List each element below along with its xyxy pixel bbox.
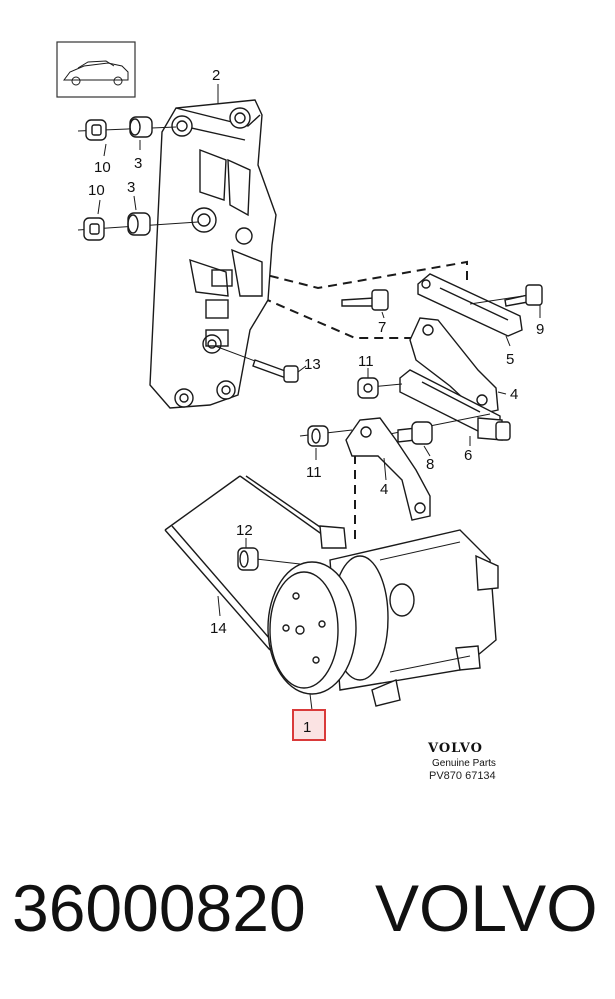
volvo-stamp: VOLVO Genuine Parts PV870 67134 [427,741,496,782]
nut-11-upper [357,377,403,399]
spacer-3-lower [127,212,151,236]
spacer-12 [237,547,301,571]
callout-6: 6 [464,447,472,464]
footer: 36000820 VOLVO [0,870,615,980]
callout-10-lower: 10 [88,182,105,199]
callout-7: 7 [378,319,386,336]
callout-11-lower: 11 [306,464,322,481]
brand-name: VOLVO [375,871,598,945]
car-icon [56,41,136,98]
bolt-13 [214,345,299,383]
bolt-9 [469,284,543,307]
exploded-parts-diagram: 2 10 3 10 3 7 9 5 13 11 4 6 8 11 4 12 14… [56,41,544,782]
callout-3-lower: 3 [127,179,135,196]
callout-12: 12 [236,522,253,539]
callout-3-upper: 3 [134,155,142,172]
part-number: 36000820 [12,871,306,945]
bolt-7 [341,289,389,311]
callout-1: 1 [303,719,311,736]
leader-lines [97,84,541,711]
strap-5 [417,273,523,337]
bracket-4-lower [345,417,431,521]
stamp-brand: VOLVO [427,741,483,756]
stamp-code: PV870 67134 [429,770,496,782]
nut-11-lower [299,425,353,447]
callout-labels: 2 10 3 10 3 7 9 5 13 11 4 6 8 11 4 12 14 [88,67,544,637]
callout-4-lower: 4 [380,481,388,498]
ac-compressor [267,525,499,707]
slotted-link-6 [399,369,511,441]
stamp-subtitle: Genuine Parts [432,758,496,769]
callout-14: 14 [210,620,227,637]
nut-10-top [77,119,177,141]
bolt-8 [379,413,491,445]
drive-belt-14 [164,475,337,669]
callout-9: 9 [536,321,544,338]
callout-1-highlight[interactable]: 1 [292,709,326,741]
callout-10-upper: 10 [94,159,111,176]
bracket-4-upper [409,317,499,415]
spacer-3-top [129,116,153,138]
mounting-bracket [149,99,277,409]
callout-13: 13 [304,356,321,373]
callout-5: 5 [506,351,514,368]
callout-2: 2 [212,67,220,84]
callout-4-upper: 4 [510,386,518,403]
callout-11-upper: 11 [358,353,374,370]
nut-10-lower [77,217,199,241]
callout-8: 8 [426,456,434,473]
